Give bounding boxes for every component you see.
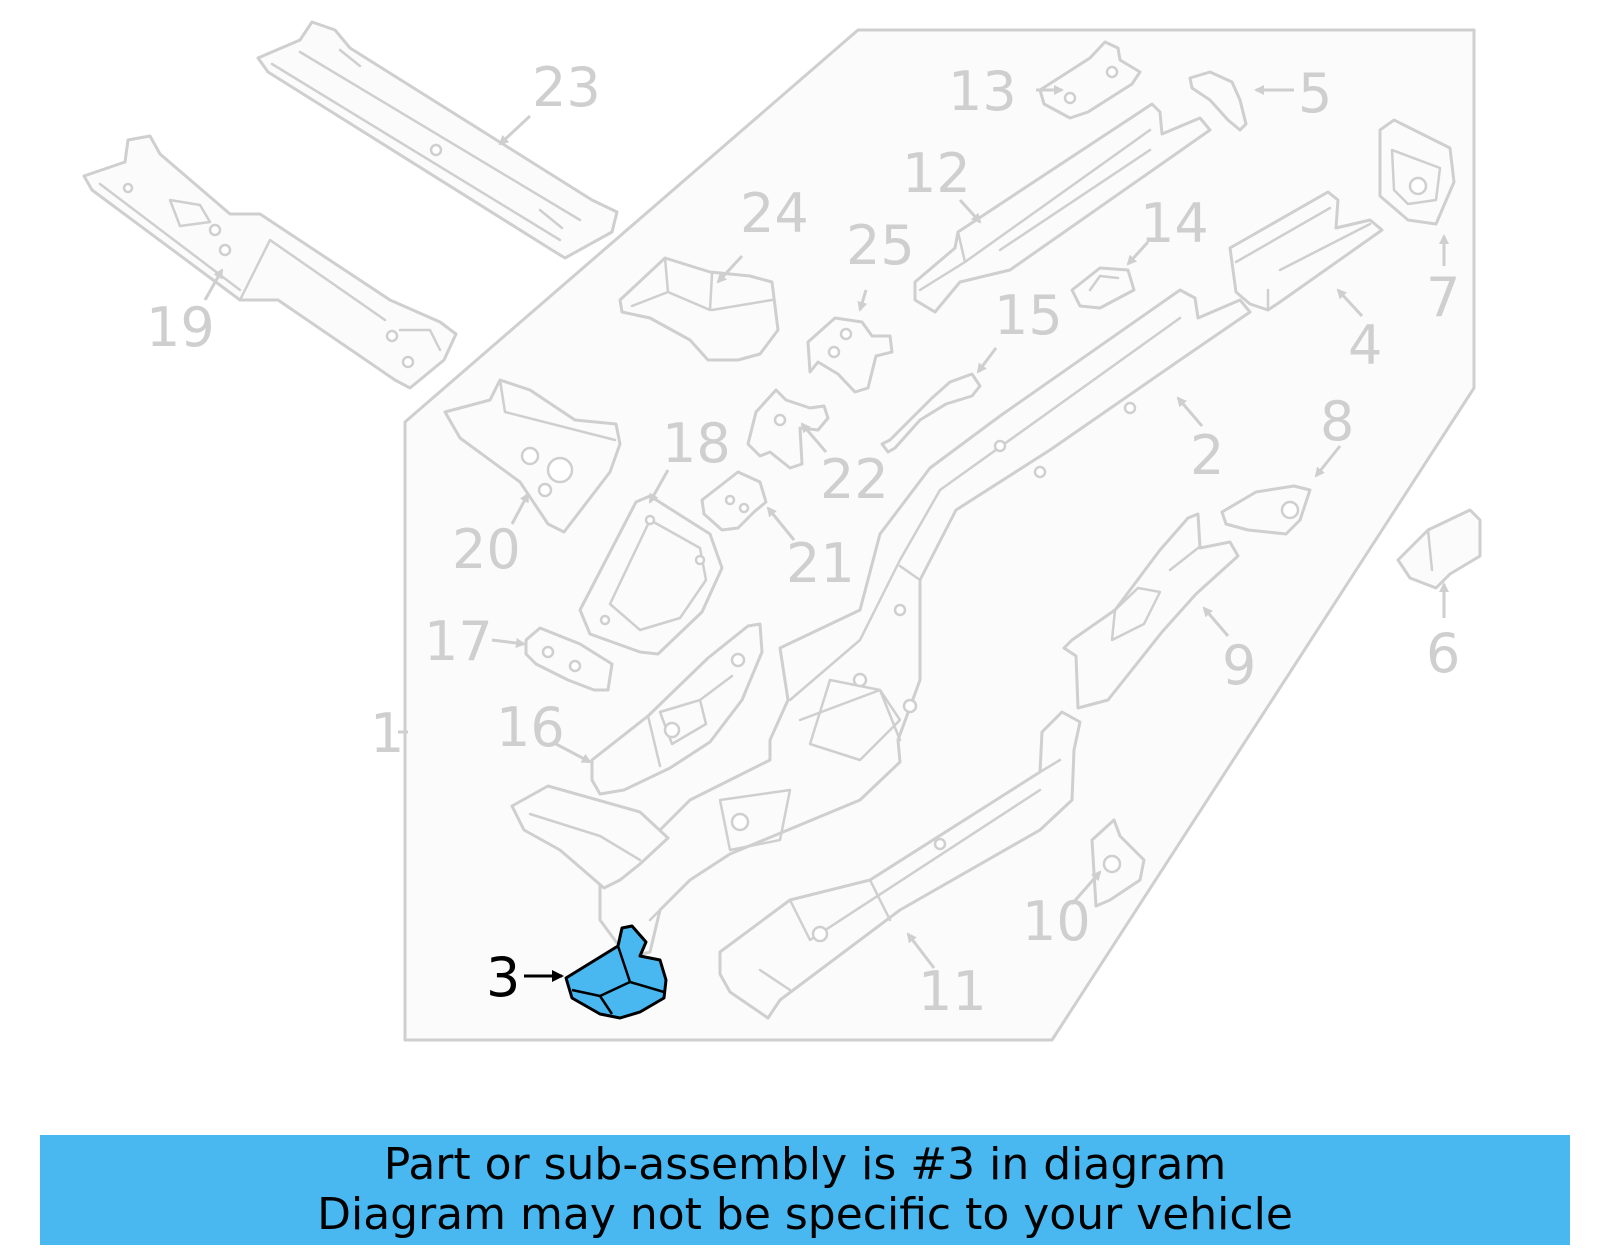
part-3-highlighted bbox=[564, 924, 668, 1020]
part-11-sill bbox=[718, 710, 1082, 1020]
callout-22: 22 bbox=[820, 448, 889, 511]
callout-5: 5 bbox=[1298, 62, 1332, 125]
callout-15: 15 bbox=[994, 284, 1063, 347]
callout-9: 9 bbox=[1222, 634, 1256, 697]
banner-line-1: Part or sub-assembly is #3 in diagram bbox=[383, 1139, 1227, 1190]
callout-1: 1 bbox=[370, 702, 404, 765]
callout-6: 6 bbox=[1426, 622, 1460, 685]
part-23-cross-member bbox=[256, 20, 619, 260]
part-21-bracket bbox=[700, 470, 768, 532]
part-17-bracket bbox=[524, 626, 614, 692]
part-8-bracket bbox=[1220, 484, 1312, 536]
part-14-bracket bbox=[1070, 266, 1136, 310]
part-16-reinforcement bbox=[590, 622, 764, 796]
callout-4: 4 bbox=[1348, 314, 1382, 377]
part-10-bracket bbox=[1090, 818, 1146, 908]
part-2-side-rail bbox=[598, 288, 1252, 960]
callout-12: 12 bbox=[902, 142, 971, 205]
info-banner: Part or sub-assembly is #3 in diagram Di… bbox=[40, 1135, 1570, 1245]
part-1-floor-section bbox=[510, 784, 670, 890]
part-15-bracket bbox=[880, 372, 982, 454]
callout-13: 13 bbox=[948, 60, 1017, 123]
callout-10: 10 bbox=[1022, 890, 1091, 953]
callout-3: 3 bbox=[486, 946, 520, 1009]
part-25-bracket bbox=[806, 316, 894, 394]
callout-20: 20 bbox=[452, 518, 521, 581]
part-18-panel bbox=[578, 494, 724, 656]
callout-16: 16 bbox=[496, 696, 565, 759]
leader-lines bbox=[203, 85, 1449, 982]
callout-25: 25 bbox=[846, 214, 915, 277]
callout-17: 17 bbox=[424, 610, 493, 673]
callout-14: 14 bbox=[1140, 192, 1209, 255]
part-9-bracket bbox=[1062, 512, 1240, 710]
banner-line-2: Diagram may not be specific to your vehi… bbox=[317, 1189, 1293, 1240]
callout-21: 21 bbox=[786, 532, 855, 595]
part-13-bracket bbox=[1038, 40, 1142, 120]
callout-18: 18 bbox=[662, 412, 731, 475]
callout-23: 23 bbox=[532, 56, 601, 119]
part-24-bracket bbox=[618, 256, 780, 362]
part-7-panel bbox=[1378, 118, 1456, 226]
part-6-bracket bbox=[1396, 508, 1482, 590]
callout-8: 8 bbox=[1320, 390, 1354, 453]
part-5-bracket bbox=[1188, 70, 1248, 132]
part-4-member bbox=[1228, 190, 1384, 312]
callout-11: 11 bbox=[918, 960, 987, 1023]
part-12-rail bbox=[913, 102, 1212, 314]
callout-2: 2 bbox=[1190, 424, 1224, 487]
parts-diagram: 23 19 24 25 13 5 12 14 15 7 4 2 8 18 20 … bbox=[82, 20, 1482, 1042]
callout-24: 24 bbox=[740, 182, 809, 245]
callout-19: 19 bbox=[146, 296, 215, 359]
callout-7: 7 bbox=[1426, 266, 1460, 329]
part-19-cross-member bbox=[82, 134, 458, 390]
part-20-gusset bbox=[443, 378, 622, 534]
